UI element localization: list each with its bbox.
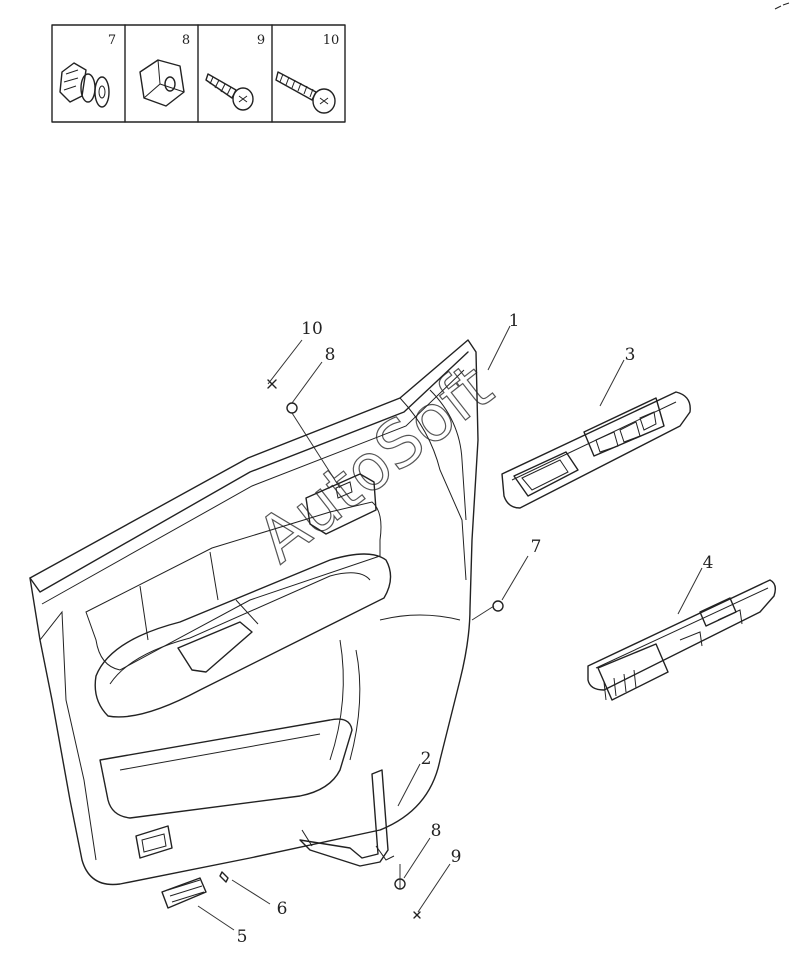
callout-5: 5: [237, 927, 248, 947]
corner-mark: [774, 2, 790, 10]
watermark: AutoSoft: [244, 350, 506, 578]
screw-marker-top: [267, 379, 277, 389]
callout-1: 1: [509, 311, 520, 331]
callout-9: 9: [451, 847, 462, 867]
callout-8-top: 8: [325, 345, 336, 365]
table-num-8: 8: [182, 33, 190, 48]
screw-marker-bottom: [413, 911, 421, 919]
clip-nut-icon: [139, 59, 185, 107]
push-clip-marker: [492, 600, 504, 612]
bulb: [219, 871, 229, 883]
callout-10: 10: [301, 319, 323, 339]
callout-8-bottom: 8: [431, 821, 442, 841]
clip-nut-marker-top: [286, 402, 298, 414]
courtesy-lamp: [161, 877, 207, 909]
fastener-table: 7 8 9 10: [51, 24, 346, 123]
table-num-9: 9: [257, 33, 265, 48]
door-trim-panel: [29, 339, 479, 886]
callout-6: 6: [277, 899, 288, 919]
callout-4: 4: [703, 553, 714, 573]
table-num-7: 7: [108, 33, 116, 48]
callout-3: 3: [625, 345, 636, 365]
leader-lines: [197, 325, 703, 931]
master-window-switch: [501, 391, 691, 509]
table-num-10: 10: [323, 33, 340, 48]
callout-7: 7: [531, 537, 542, 557]
short-screw-icon: [205, 73, 254, 111]
push-clip-icon: [59, 62, 110, 108]
long-screw-icon: [275, 71, 336, 114]
passenger-window-switch: [587, 579, 777, 701]
lamp-bracket: [299, 769, 395, 867]
callout-2: 2: [421, 749, 432, 769]
